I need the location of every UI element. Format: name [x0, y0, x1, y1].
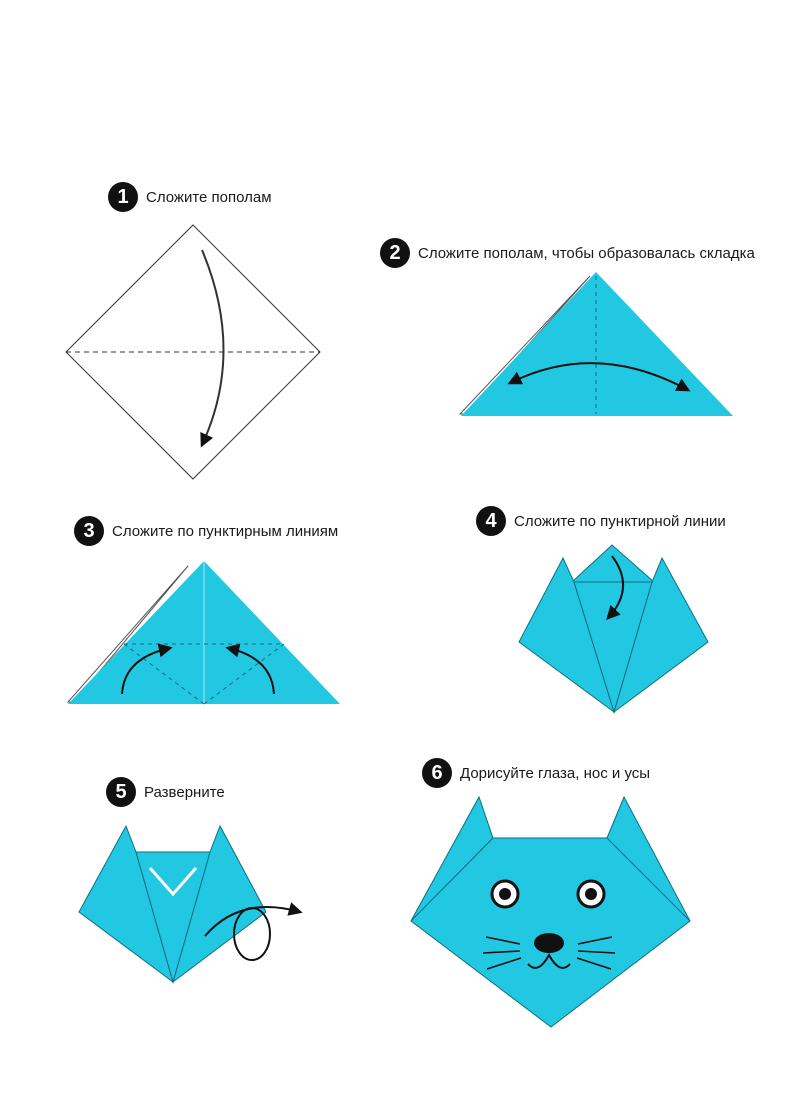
- step-2-label: 2 Сложите пополам, чтобы образовалась ск…: [380, 238, 755, 268]
- step-1-number: 1: [108, 182, 138, 212]
- step-6-number: 6: [422, 758, 452, 788]
- step-4-label: 4 Сложите по пунктирной линии: [476, 506, 726, 536]
- step-2-number: 2: [380, 238, 410, 268]
- step-6-text: Дорисуйте глаза, нос и усы: [460, 764, 651, 782]
- step-2-figure: [458, 272, 733, 416]
- step-4-text: Сложите по пунктирной линии: [514, 512, 726, 530]
- fold-arrow: [606, 555, 625, 621]
- step-6-label: 6 Дорисуйте глаза, нос и усы: [422, 758, 650, 788]
- whiskers-right: [576, 936, 616, 970]
- nose: [534, 933, 564, 953]
- fold-line-right: [203, 643, 285, 705]
- fold-arrow: [507, 362, 691, 392]
- step-3-number: 3: [74, 516, 104, 546]
- step-1-figure: [65, 224, 321, 480]
- step-4-figure: [518, 544, 709, 714]
- paper-center: [135, 851, 211, 984]
- step-2-text: Сложите пополам, чтобы образовалась скла…: [418, 244, 755, 262]
- paper-top-flap: [570, 544, 656, 583]
- fold-arrow-left: [121, 643, 173, 695]
- step-3-label: 3 Сложите по пунктирным линиям: [74, 516, 338, 546]
- fold-line-left: [123, 643, 205, 705]
- folded-edge: [148, 867, 198, 897]
- step-3-figure: [66, 561, 340, 705]
- step-1-label: 1 Сложите пополам: [108, 182, 272, 212]
- step-1-text: Сложите пополам: [146, 188, 272, 206]
- cat-face: [410, 795, 691, 1028]
- whiskers-left: [482, 936, 522, 970]
- step-5-figure: [78, 824, 303, 984]
- step-6-figure: [410, 795, 691, 1028]
- step-4-number: 4: [476, 506, 506, 536]
- mouth: [527, 952, 571, 969]
- fold-arrow: [200, 249, 225, 448]
- step-5-label: 5 Разверните: [106, 777, 225, 807]
- right-eye: [576, 879, 606, 909]
- turn-over-arrow: [204, 902, 303, 937]
- left-eye: [490, 879, 520, 909]
- ear-fold-left: [410, 837, 494, 922]
- step-5-number: 5: [106, 777, 136, 807]
- step-5-text: Разверните: [144, 783, 225, 801]
- fold-arrow-right: [225, 643, 275, 695]
- ear-fold-right: [606, 837, 691, 922]
- paper-triangle: [461, 272, 733, 416]
- paper-center: [573, 581, 653, 714]
- step-3-text: Сложите по пунктирным линиям: [112, 522, 339, 540]
